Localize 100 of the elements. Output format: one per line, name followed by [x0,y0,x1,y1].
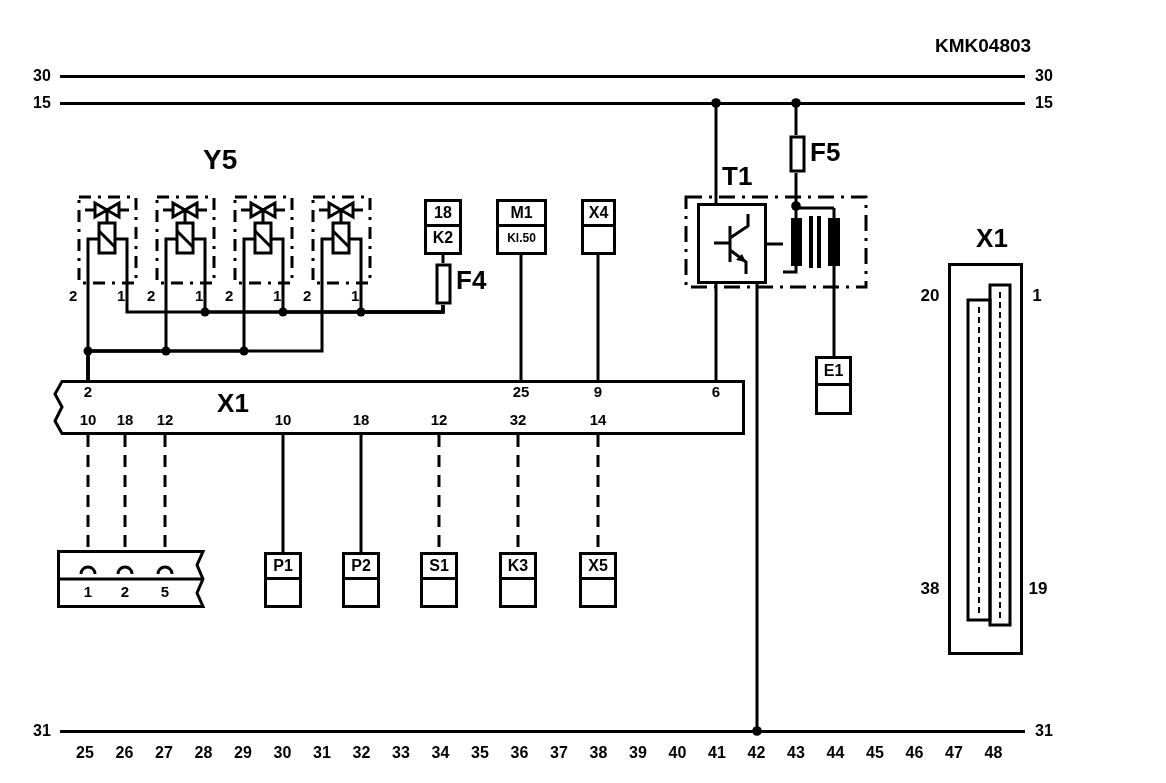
pin-number: 20 [919,287,941,304]
component-label: M1 [499,202,544,227]
grid-number: 37 [549,745,569,761]
grid-number: 40 [667,745,688,761]
wire [86,285,324,380]
component-label: 18 [427,202,459,227]
rail-number: 15 [32,95,52,111]
dashed-wire [86,435,90,550]
grid-number: 46 [904,745,925,761]
pin-number: 2 [147,288,156,303]
component-label: S1 [423,555,455,580]
component-box [815,356,852,415]
injector-valve-symbol [77,195,138,285]
pin-number: 10 [78,412,98,427]
rail-number: 15 [1034,95,1054,111]
component-label: X5 [582,555,614,580]
pin-number: 6 [710,384,722,399]
pin-number: 19 [1027,580,1049,597]
component-label: X4 [584,202,613,227]
dashed-wire [163,435,167,550]
wire [767,242,783,246]
pin-number: 2 [69,288,78,303]
component-box [264,552,302,608]
pin-number: 14 [588,412,608,427]
reference-code: KMK04803 [935,36,1032,55]
component-label: E1 [818,359,849,386]
rail-number: 30 [32,68,52,84]
wire [359,435,363,552]
grid-number: 29 [233,745,253,761]
pin-number: 18 [351,412,371,427]
component-label: X1 [975,225,1009,251]
component-label: K3 [502,555,534,580]
component-label: Kl.50 [506,230,537,247]
component-label: P1 [267,555,299,580]
grid-number: 42 [746,745,767,761]
injector-valve-symbol [155,195,216,285]
grid-number: 32 [351,745,372,761]
grid-number: 28 [193,745,214,761]
pin-number: 1 [117,288,126,303]
component-label: T1 [722,163,753,189]
grid-number: 48 [983,745,1004,761]
grid-number: 27 [154,745,174,761]
pin-number: 1 [82,584,94,599]
pin-number: 32 [508,412,528,427]
grid-number: 34 [430,745,451,761]
pin-number: 12 [429,412,449,427]
pin-number: 2 [225,288,234,303]
grid-number: 36 [509,745,530,761]
pin-number: 9 [592,384,604,399]
pin-number: 5 [159,584,171,599]
wire [714,284,718,380]
component-label: P2 [345,555,377,580]
transistor-symbol [697,203,767,284]
wire [281,435,285,552]
grid-number: 30 [272,745,293,761]
rail-number: 31 [32,723,52,739]
wire [596,255,600,380]
grid-number: 26 [114,745,135,761]
injector-valve-symbol [233,195,294,285]
fuse-label: F4 [456,267,487,293]
component-box [342,552,380,608]
fuse-label: F5 [810,139,841,165]
grid-number: 31 [312,745,332,761]
pin-number: 2 [119,584,131,599]
component-label: X1 [216,390,250,416]
pin-number: 2 [303,288,312,303]
pin-number: 38 [919,580,941,597]
wire [791,173,801,211]
pin-number: 10 [273,412,293,427]
component-label: Y5 [203,146,238,174]
injector-valve-symbol [311,195,372,285]
component-box [420,552,458,608]
pin-number: 1 [273,288,282,303]
pin-number: 1 [1031,287,1043,304]
grid-number: 33 [391,745,411,761]
grid-number: 45 [865,745,885,761]
rail-number: 30 [1034,68,1054,84]
pin-number: 12 [155,412,175,427]
component-box [579,552,617,608]
pin-number: 1 [195,288,204,303]
grid-number: 38 [588,745,609,761]
pin-number: 25 [511,384,531,399]
component-box [499,552,537,608]
grid-number: 35 [470,745,490,761]
component-box [496,199,547,255]
grid-number: 25 [75,745,95,761]
wire [441,255,445,263]
grid-number: 44 [825,745,846,761]
wire [519,255,523,380]
pin-number: 18 [115,412,135,427]
pin-number: 1 [351,288,360,303]
wire [359,285,445,314]
component-box [581,199,616,255]
grid-number: 41 [707,745,727,761]
plug-connector [57,550,206,608]
rail-number: 31 [1034,723,1054,739]
dashed-wire [123,435,127,550]
grid-number: 43 [786,745,806,761]
pin-number: 2 [82,384,94,399]
component-label: K2 [431,228,455,248]
